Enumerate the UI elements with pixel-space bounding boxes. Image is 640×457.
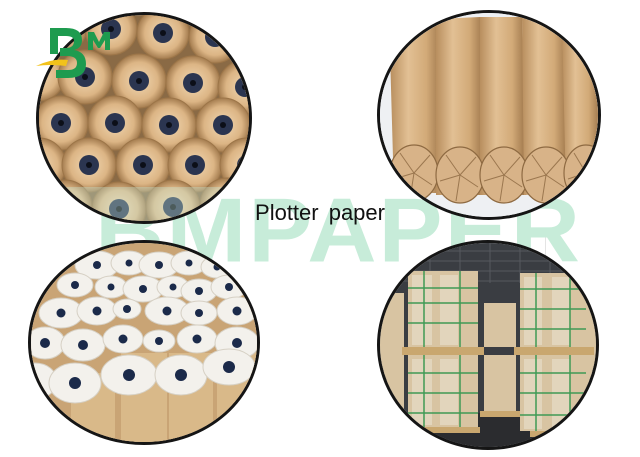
caption-title: Plotter paper (255, 200, 385, 225)
divider (545, 230, 546, 270)
brand-logo (36, 24, 124, 84)
warehouse-illustration (380, 243, 596, 447)
photo-kraft-tubes (377, 10, 601, 220)
bm-logo-icon (36, 28, 110, 78)
upright-rolls-illustration (31, 243, 257, 442)
photo-upright-rolls (28, 240, 260, 445)
photo-warehouse (377, 240, 599, 450)
kraft-tubes-illustration (380, 13, 598, 217)
